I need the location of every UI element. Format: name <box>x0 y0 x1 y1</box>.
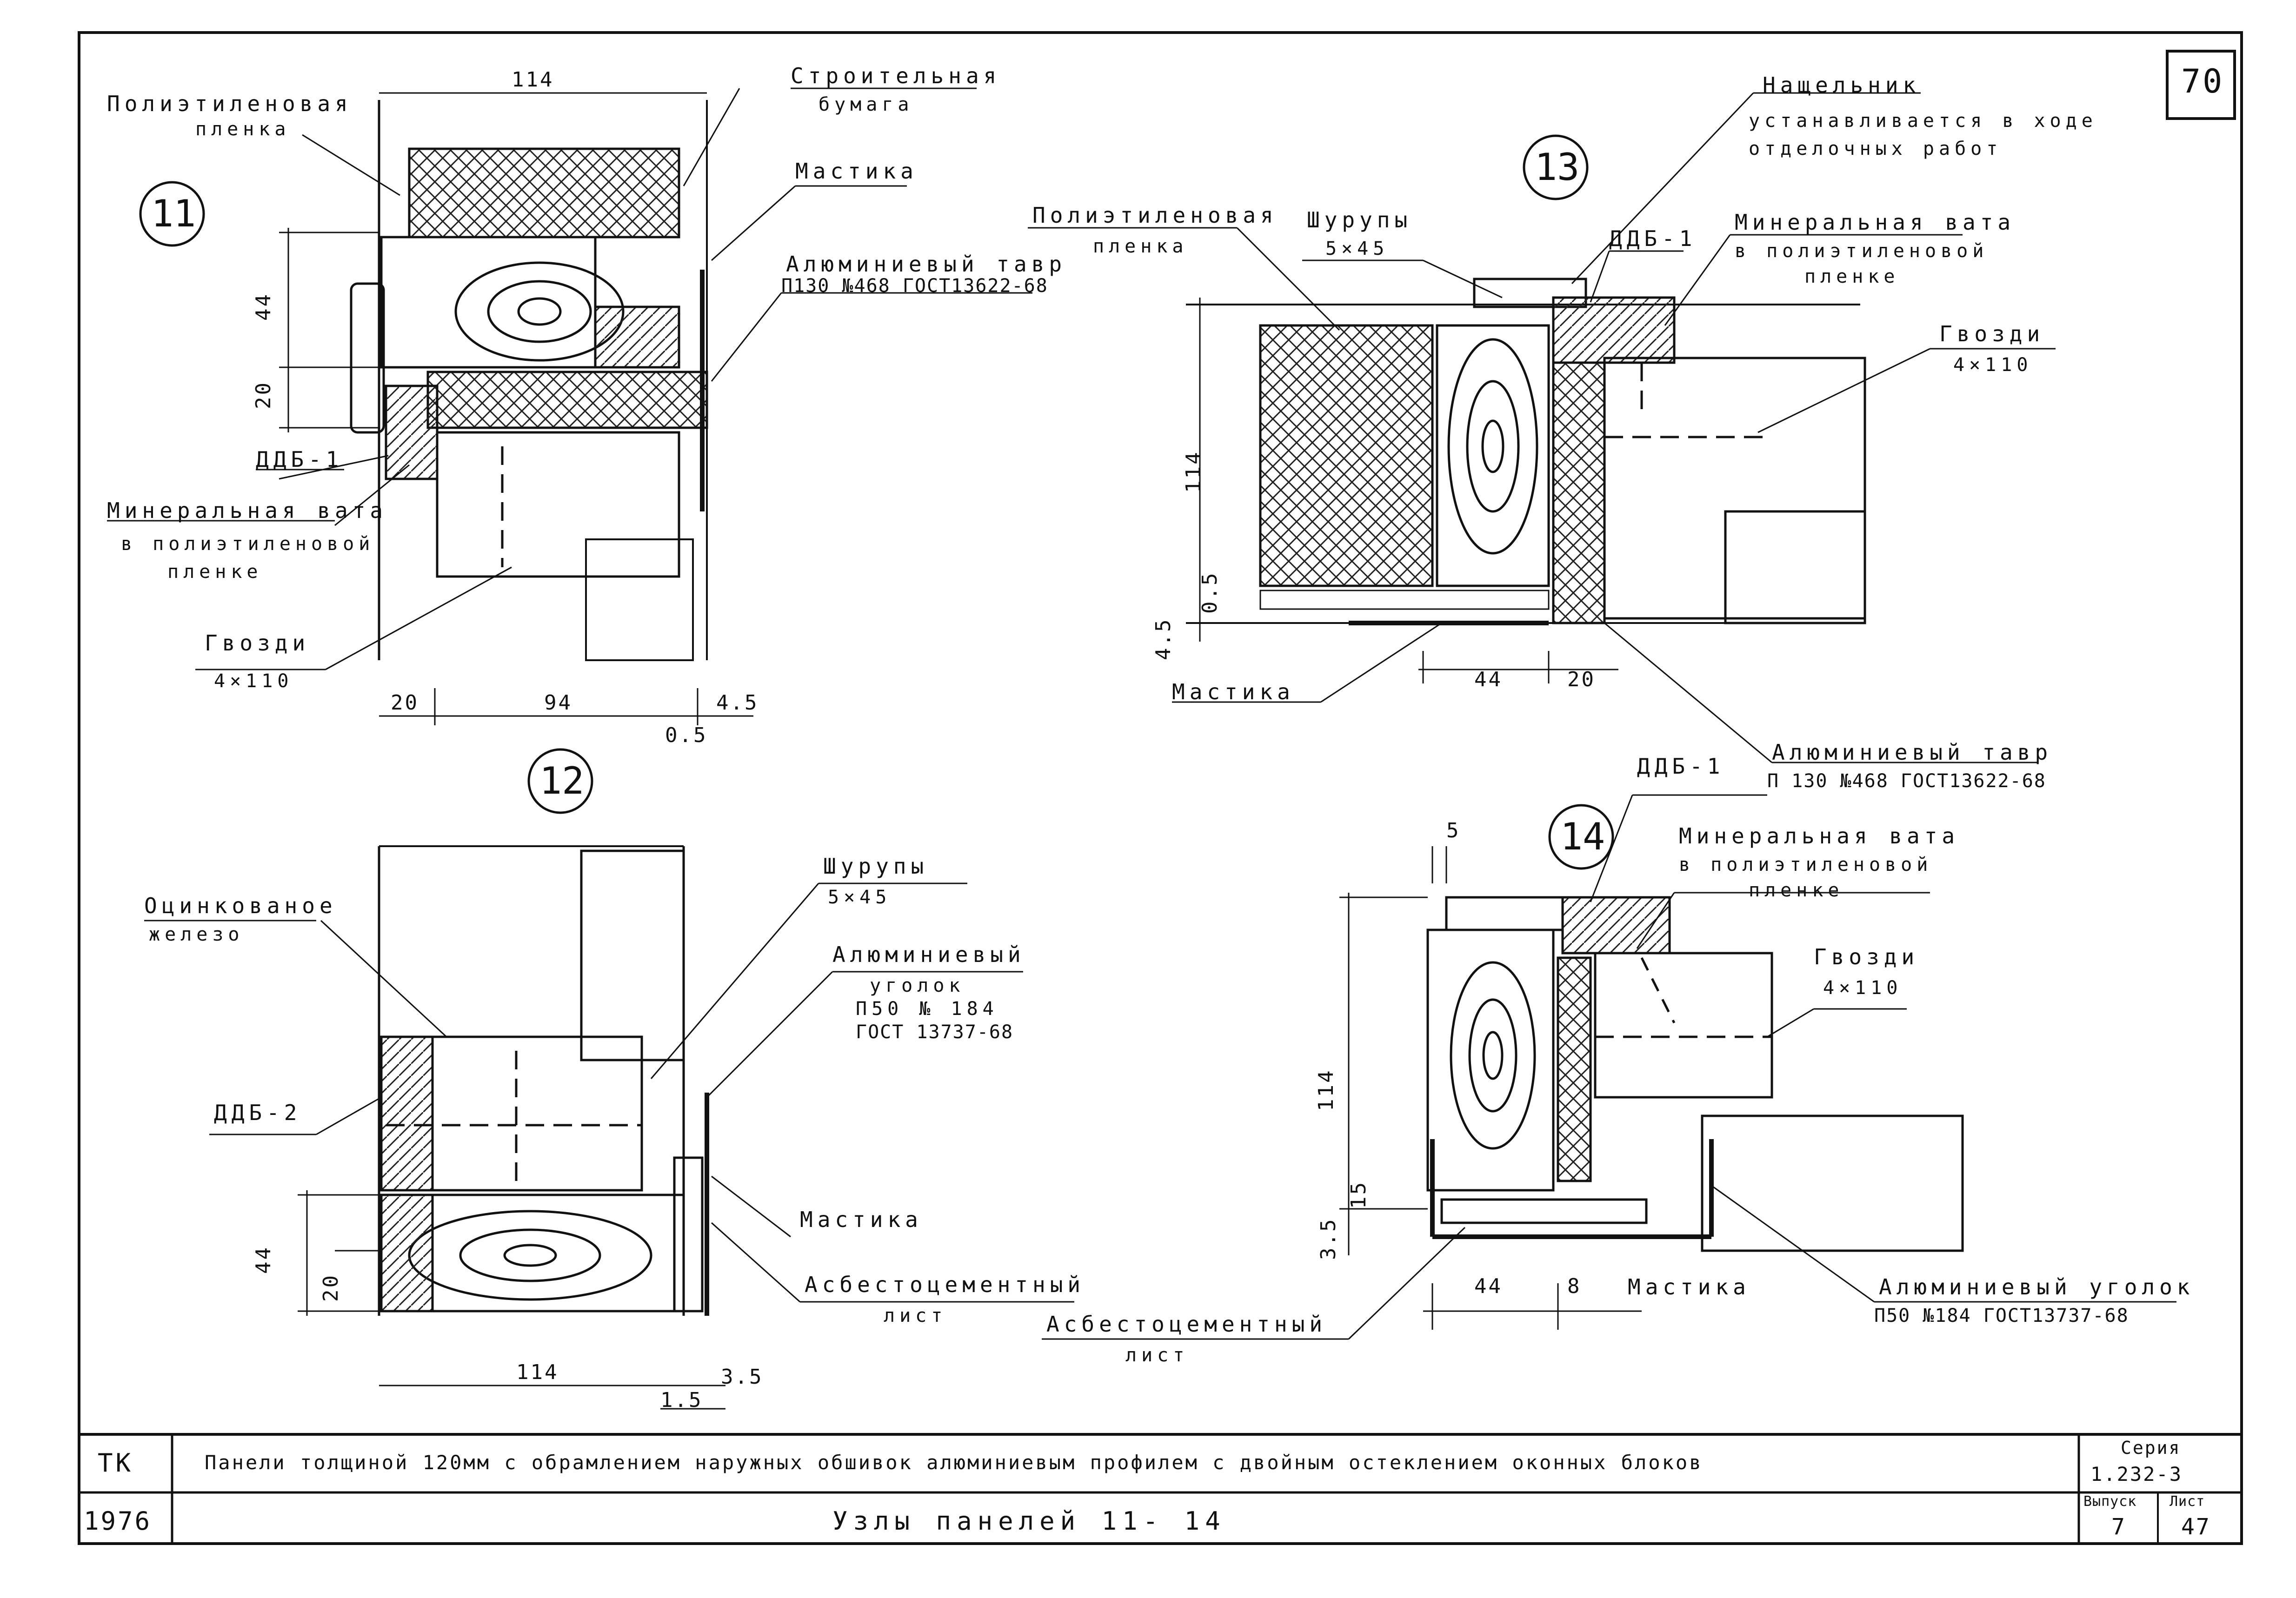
node-12-ddb-label: ДДБ-2 <box>214 1100 302 1125</box>
node-11-ddb-label: ДДБ-1 <box>256 447 344 472</box>
node-11-film-label-2: пленка <box>195 119 291 140</box>
node-13-nails-size: 4×110 <box>1953 354 2033 376</box>
node-14-nails-size: 4×110 <box>1823 977 1903 999</box>
node-14-nails-label: Гвозди <box>1814 944 1919 969</box>
node-14-ddb-label: ДДБ-1 <box>1637 754 1725 779</box>
node-12-screws-size: 5×45 <box>828 887 892 908</box>
node-13-wool-label: Минеральная вата <box>1735 210 2016 235</box>
node-14-dim-35: 3.5 <box>1317 1217 1340 1260</box>
node-13-number: 13 <box>1535 146 1580 189</box>
node-14-dim-15: 15 <box>1347 1180 1371 1209</box>
node-14-number: 14 <box>1560 815 1605 858</box>
node-11-paper-label: Строительная <box>791 63 1001 88</box>
node-11-dim-b94: 94 <box>544 691 572 715</box>
node-13-batten-label: Нащельник <box>1763 73 1921 98</box>
node-12-angle-spec: П50 № 184 <box>856 998 998 1020</box>
node-13-screws-label: Шурупы <box>1307 207 1412 232</box>
sheet-frame <box>78 31 2243 1545</box>
node-14-angle-spec: П50 №184 ГОСТ13737-68 <box>1874 1305 2129 1326</box>
node-14-sheet-label: Асбестоцементный <box>1046 1312 1327 1337</box>
titleblock-issue-value: 7 <box>2111 1514 2126 1540</box>
node-13-batten-label-3: отделочных работ <box>1749 138 2003 159</box>
node-12-screws-label: Шурупы <box>823 854 929 879</box>
node-14-wool-label: Минеральная вата <box>1679 823 1960 849</box>
node-13-film-label-2: пленка <box>1093 236 1188 257</box>
node-12-sheet-label-2: лист <box>884 1305 947 1326</box>
node-14-dim-8: 8 <box>1567 1274 1582 1298</box>
node-12-angle-label-2: уголок <box>870 975 965 996</box>
node-12-dim-44: 44 <box>252 1246 275 1274</box>
node-12-mastic-label: Мастика <box>800 1207 923 1232</box>
sheet-number: 70 <box>2181 62 2224 100</box>
titleblock-org: ТК <box>98 1448 134 1478</box>
node-12-dim-15: 1.5 <box>660 1388 703 1412</box>
titleblock-title: Панели толщиной 120мм с обрамлением нару… <box>205 1451 1703 1474</box>
node-13-ddb-label: ДДБ-1 <box>1609 226 1697 251</box>
titleblock-sheet-label: Лист <box>2170 1493 2205 1510</box>
node-14-mastic-label: Мастика <box>1628 1274 1750 1300</box>
titleblock-sheet-value: 47 <box>2181 1514 2211 1540</box>
node-12-dim-35: 3.5 <box>721 1365 764 1389</box>
node-11-wool-label: Минеральная вата <box>107 498 388 523</box>
node-13-dim-20: 20 <box>1567 668 1596 691</box>
node-14-wool-label-3: пленке <box>1749 880 1844 901</box>
node-11-drawing <box>107 87 1032 725</box>
node-11-film-label: Полиэтиленовая <box>107 91 353 116</box>
node-12-angle-label: Алюминиевый <box>832 942 1025 967</box>
node-11-paper-label-2: бумага <box>819 94 914 115</box>
node-12-zinc-label-2: железо <box>149 924 244 945</box>
node-11-dim-b20: 20 <box>391 691 419 715</box>
node-13-nails-label: Гвозди <box>1939 321 2045 346</box>
node-11-wool-label-3: пленке <box>167 561 263 583</box>
node-11-dim-44: 44 <box>252 292 275 321</box>
node-13-film-label: Полиэтиленовая <box>1032 203 1278 228</box>
titleblock-subtitle: Узлы панелей 11- 14 <box>832 1506 1226 1536</box>
node-14-dim-44: 44 <box>1474 1274 1503 1298</box>
node-12-angle-gost: ГОСТ 13737-68 <box>856 1021 1014 1043</box>
titleblock-issue-label: Выпуск <box>2083 1493 2137 1510</box>
node-12-dim-20: 20 <box>319 1273 343 1302</box>
node-11-dim-114: 114 <box>512 68 554 92</box>
node-11-nails-label: Гвозди <box>205 630 310 656</box>
node-11-dim-b45: 4.5 <box>716 691 759 715</box>
titleblock-series-label: Серия <box>2121 1438 2181 1458</box>
node-11-dim-20: 20 <box>252 381 275 409</box>
node-13-dim-45: 4.5 <box>1151 617 1175 660</box>
node-11-dim-b05: 0.5 <box>665 723 708 747</box>
node-11-tee-label: Алюминиевый тавр <box>786 252 1067 277</box>
node-11-wool-label-2: в полиэтиленовой <box>121 533 375 555</box>
node-13-tee-label: Алюминиевый тавр <box>1772 740 2053 765</box>
node-11-mastic-label: Мастика <box>795 159 918 184</box>
node-13-dim-114: 114 <box>1182 450 1205 493</box>
node-13-wool-label-2: в полиэтиленовой <box>1735 240 1989 262</box>
node-14-dim-114: 114 <box>1314 1068 1338 1111</box>
node-13-dim-44: 44 <box>1474 668 1503 691</box>
node-12-zinc-label: Оцинкованое <box>144 893 337 918</box>
node-14-wool-label-2: в полиэтиленовой <box>1679 854 1933 875</box>
node-13-wool-label-3: пленке <box>1804 266 1900 287</box>
node-14-dim-5: 5 <box>1446 819 1461 842</box>
titleblock-year: 1976 <box>84 1506 152 1536</box>
node-11-tee-spec: П130 №468 ГОСТ13622-68 <box>781 275 1048 297</box>
node-13-batten-label-2: устанавливается в ходе <box>1749 110 2097 132</box>
node-11-nails-size: 4×110 <box>214 670 293 692</box>
node-12-dim-114: 114 <box>516 1360 559 1384</box>
titleblock-series-value: 1.232-3 <box>2090 1463 2183 1485</box>
node-13-tee-spec: П 130 №468 ГОСТ13622-68 <box>1767 770 2046 792</box>
node-14-angle-label: Алюминиевый уголок <box>1879 1274 2195 1300</box>
node-13-drawing <box>1028 92 2056 763</box>
node-12-sheet-label: Асбестоцементный <box>805 1272 1085 1297</box>
node-11-number: 11 <box>151 192 196 235</box>
node-13-dim-05: 0.5 <box>1198 571 1222 614</box>
node-12-number: 12 <box>539 759 585 802</box>
node-13-screws-size: 5×45 <box>1325 238 1389 259</box>
node-14-drawing <box>1042 794 2176 1340</box>
node-12-drawing <box>144 748 1074 1410</box>
node-14-sheet-label-2: лист <box>1125 1345 1189 1366</box>
node-13-mastic-label: Мастика <box>1172 679 1295 704</box>
